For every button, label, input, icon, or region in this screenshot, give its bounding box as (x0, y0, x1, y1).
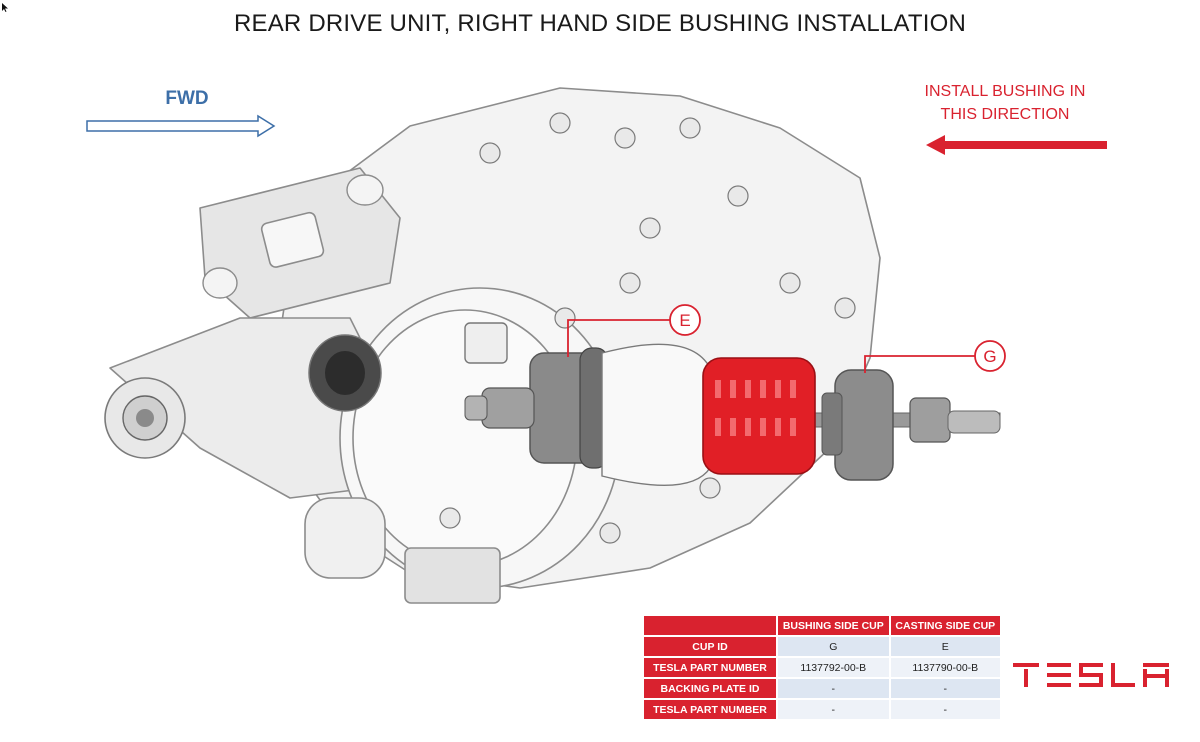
cell-value: - (778, 700, 889, 719)
install-label-line-1: INSTALL BUSHING IN (924, 83, 1086, 100)
left-bushing (104, 377, 186, 459)
cell-value: G (778, 637, 889, 656)
row-label-part-number: TESLA PART NUMBER (644, 658, 776, 677)
table-row: CUP ID G E (644, 637, 1000, 656)
rear-drive-unit-illustration: E G (104, 87, 1006, 604)
install-label-line-2: THIS DIRECTION (940, 106, 1070, 123)
table-corner-cell (644, 616, 776, 635)
cup-parts-table: BUSHING SIDE CUP CASTING SIDE CUP CUP ID… (642, 614, 1002, 721)
install-direction-arrow-icon (926, 135, 1107, 155)
cell-value: 1137792-00-B (778, 658, 889, 677)
mouse-cursor-icon (2, 3, 8, 12)
tesla-logo (1013, 663, 1169, 687)
table-row: BACKING PLATE ID - - (644, 679, 1000, 698)
cell-value: 1137790-00-B (890, 658, 1000, 677)
table-row: TESLA PART NUMBER - - (644, 700, 1000, 719)
table-header-row: BUSHING SIDE CUP CASTING SIDE CUP (644, 616, 1000, 635)
fwd-label: FWD (165, 88, 209, 109)
cell-value: E (890, 637, 1000, 656)
callout-e-label: E (679, 311, 690, 330)
row-label-part-number-2: TESLA PART NUMBER (644, 700, 776, 719)
cell-value: - (778, 679, 889, 698)
row-label-cup-id: CUP ID (644, 637, 776, 656)
install-direction-label: INSTALL BUSHING IN THIS DIRECTION (910, 80, 1100, 126)
cell-value: - (890, 700, 1000, 719)
cell-value: - (890, 679, 1000, 698)
callout-g (864, 340, 1006, 373)
callout-g-label: G (983, 347, 996, 366)
table-row: TESLA PART NUMBER 1137792-00-B 1137790-0… (644, 658, 1000, 677)
col-header-bushing-side-cup: BUSHING SIDE CUP (778, 616, 889, 635)
col-header-casing-side-cup: CASTING SIDE CUP (890, 616, 1000, 635)
page-title: REAR DRIVE UNIT, RIGHT HAND SIDE BUSHING… (233, 10, 967, 37)
oil-filter (304, 497, 386, 579)
red-bushing (702, 357, 816, 475)
callout-e (567, 304, 701, 357)
bushing-side-cup (834, 369, 894, 481)
fwd-arrow-icon (86, 114, 276, 138)
installation-tool (464, 343, 1001, 486)
row-label-backing-plate-id: BACKING PLATE ID (644, 679, 776, 698)
